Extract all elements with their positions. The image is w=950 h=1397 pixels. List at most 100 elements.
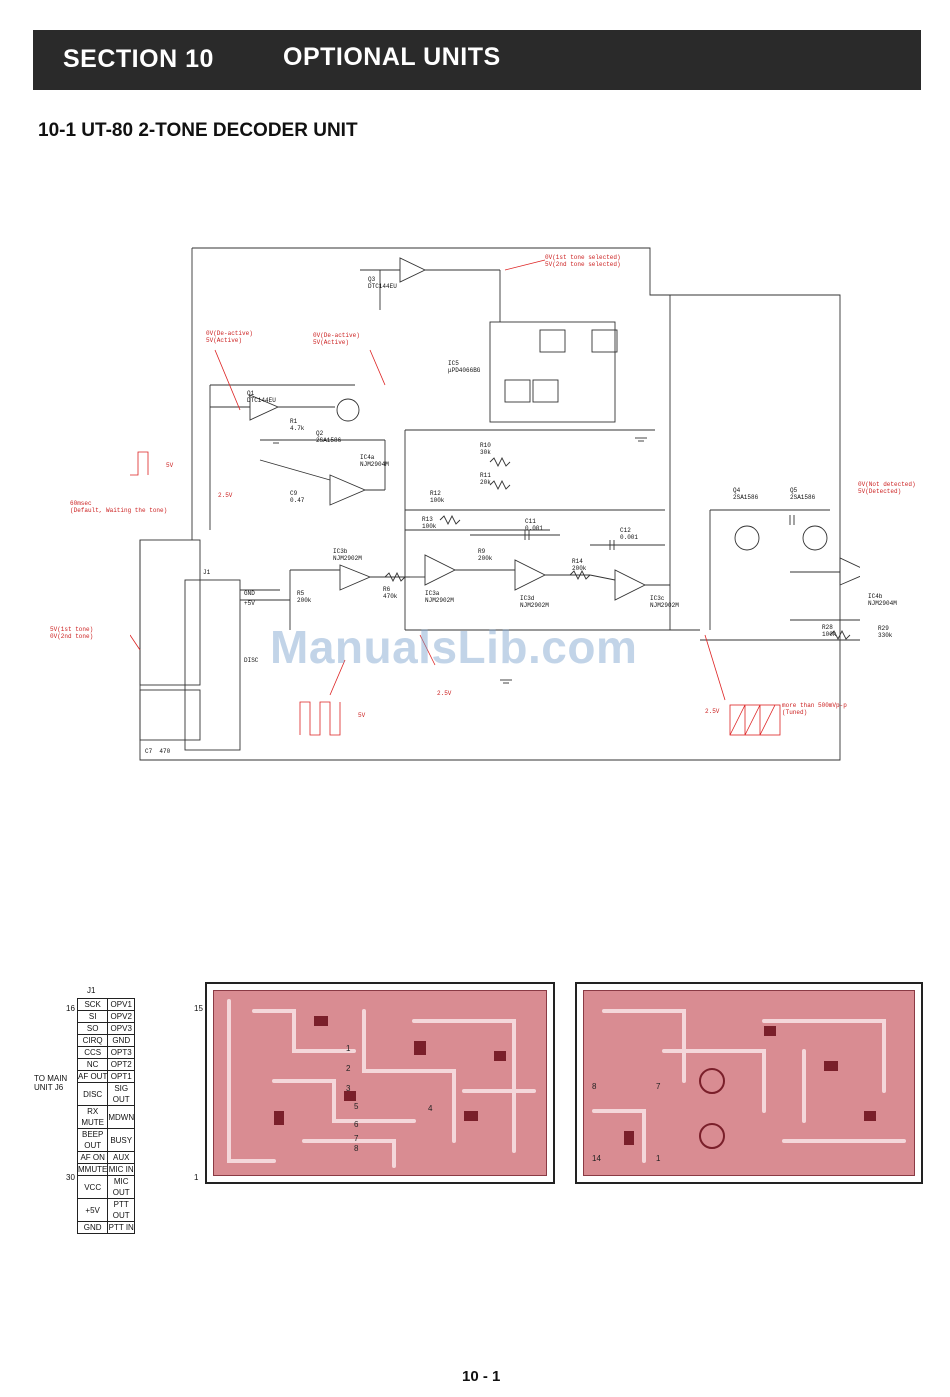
pin-signal-right: OPT2 <box>107 1058 136 1071</box>
pcb-left-pin-5: 5 <box>354 1102 359 1111</box>
pcb-layout-right: 1 7 8 14 <box>575 982 923 1184</box>
pin-signal-right: BUSY <box>107 1128 136 1152</box>
label-r13: R13 100k <box>422 516 437 530</box>
pin-signal-left: AF ON <box>76 1151 109 1164</box>
label-r12: R12 100k <box>430 490 445 504</box>
pcb-left-pin-2: 2 <box>346 1064 351 1073</box>
pin-signal-left: NC <box>76 1058 109 1071</box>
pcb-left-pin-7: 7 <box>354 1134 359 1143</box>
label-r28: R28 100k <box>822 624 837 638</box>
pcb-left-pin-3: 3 <box>346 1084 351 1093</box>
pcb-traces: 1 2 3 4 5 6 7 8 <box>227 999 536 1168</box>
annot-v25-b: 2.5V <box>437 690 452 697</box>
pcb-right-pin-7: 7 <box>656 1082 661 1091</box>
annot-v25-a: 2.5V <box>218 492 233 499</box>
connector-title: J1 <box>87 986 96 995</box>
watermark: ManualsLib.com <box>270 621 638 673</box>
label-ic3a: IC3a NJM2902M <box>425 590 454 604</box>
pin-right-top: 15 <box>194 1004 203 1013</box>
label-c7: C7 470 <box>145 748 171 755</box>
pin-signal-left: VCC <box>76 1175 109 1199</box>
label-ic3b: IC3b NJM2902M <box>333 548 362 562</box>
label-r9: R9 200k <box>478 548 493 562</box>
pin-signal-right: OPT3 <box>107 1046 136 1059</box>
label-c12: C12 0.001 <box>620 527 639 541</box>
pcb-right-pin-8: 8 <box>592 1082 597 1091</box>
label-q3: Q3 DTC144EU <box>368 276 397 290</box>
pin-signal-right: PTT OUT <box>107 1198 136 1222</box>
annot-not-detected: 0V(Not detected) 5V(Detected) <box>858 481 916 495</box>
label-q4: Q4 2SA1586 <box>733 487 759 501</box>
label-plus5v: +5V <box>244 600 255 607</box>
pcb-board: 1 7 8 14 <box>583 990 915 1176</box>
label-r29: R29 330k <box>878 625 893 639</box>
annot-tone-select: 5V(1st tone) 0V(2nd tone) <box>50 626 94 640</box>
annot-tone-selected: 0V(1st tone selected) 5V(2nd tone select… <box>545 254 621 268</box>
side-label: TO MAIN UNIT J6 <box>34 1074 68 1092</box>
label-r5: R5 200k <box>297 590 312 604</box>
pin-signal-left: CIRQ <box>76 1034 109 1047</box>
label-r11: R11 20k <box>480 472 491 486</box>
pin-signal-right: MIC OUT <box>107 1175 136 1199</box>
pin-signal-left: BEEP OUT <box>76 1128 109 1152</box>
pin-signal-left: DISC <box>76 1082 109 1106</box>
label-j1: J1 <box>203 569 211 576</box>
pin-signal-right: MDWN <box>107 1105 136 1129</box>
subheading: 10-1 UT-80 2-TONE DECODER UNIT <box>38 120 358 141</box>
pin-signal-right: AUX <box>107 1151 136 1164</box>
pin-signal-right: OPV3 <box>107 1022 136 1035</box>
pin-signal-left: GND <box>76 1221 109 1234</box>
section-title: OPTIONAL UNITS <box>283 43 501 71</box>
pcb-left-pin-4: 4 <box>428 1104 433 1113</box>
annot-v25-c: 2.5V <box>705 708 720 715</box>
pcb-board: 1 2 3 4 5 6 7 8 <box>213 990 547 1176</box>
label-c9: C9 0.47 <box>290 490 305 504</box>
annot-deactive-1: 0V(De-active) 5V(Active) <box>206 330 253 344</box>
label-r10: R10 30k <box>480 442 491 456</box>
pcb-left-pin-1: 1 <box>346 1044 351 1053</box>
pin-signal-left: +5V <box>76 1198 109 1222</box>
annot-period: 60msec (Default, Waiting the tone) <box>70 500 168 514</box>
pcb-traces: 1 7 8 14 <box>592 1009 906 1163</box>
label-q1: Q1 DTC144EU <box>247 390 276 404</box>
pin-signal-right: OPV2 <box>107 1010 136 1023</box>
annot-deactive-2: 0V(De-active) 5V(Active) <box>313 332 360 346</box>
pin-signal-right: GND <box>107 1034 136 1047</box>
pin-signal-left: SCK <box>76 998 109 1011</box>
pcb-layout-left: 1 2 3 4 5 6 7 8 <box>205 982 555 1184</box>
label-disc: DISC <box>244 657 259 664</box>
pin-signal-left: MMUTE <box>76 1163 109 1176</box>
pin-signal-left: AF OUT <box>76 1070 109 1083</box>
pin-signal-right: SIG OUT <box>107 1082 136 1106</box>
label-ic4a: IC4a NJM2904M <box>360 454 389 468</box>
pin-signal-left: SI <box>76 1010 109 1023</box>
label-ic3d: IC3d NJM2902M <box>520 595 549 609</box>
pin-right-bottom: 1 <box>194 1173 199 1182</box>
label-r1: R1 4.7k <box>290 418 305 432</box>
pin-signal-right: OPT1 <box>107 1070 136 1083</box>
label-ic3c: IC3c NJM2902M <box>650 595 679 609</box>
label-q2: Q2 2SA1586 <box>316 430 342 444</box>
annot-square5v-b: 5V <box>358 712 366 719</box>
label-ic4b: IC4b NJM2904M <box>868 593 897 607</box>
pin-signal-left: SO <box>76 1022 109 1035</box>
pin-signal-left: CCS <box>76 1046 109 1059</box>
label-r6: R6 470k <box>383 586 398 600</box>
annot-square5v-a: 5V <box>166 462 174 469</box>
pin-signal-right: PTT IN <box>107 1221 136 1234</box>
label-r14: R14 200k <box>572 558 587 572</box>
label-c11: C11 0.001 <box>525 518 544 532</box>
